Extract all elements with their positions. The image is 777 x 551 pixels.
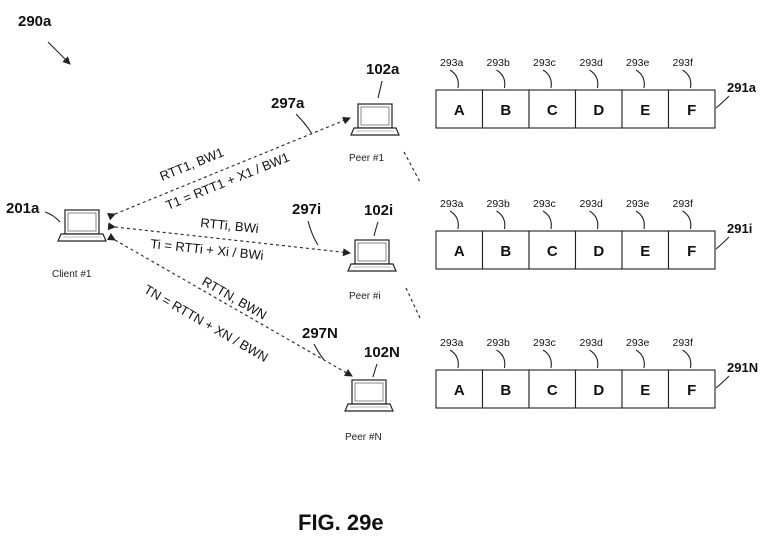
peer-i-segment-ref-leader: [450, 211, 458, 229]
peer-n-segment-ref: 293a: [440, 337, 464, 349]
peer-n-ref-leader: [373, 364, 377, 377]
peer-n-segment-ref-leader: [450, 350, 458, 368]
peer-1-ref-leader: [378, 81, 382, 98]
peer-1-segment-ref-leader: [683, 70, 691, 88]
peer-n-array-ref: 291N: [727, 360, 758, 375]
peer-1-segment-ref-leader: [590, 70, 598, 88]
peer-i-segment-ref: 293d: [580, 198, 604, 210]
peer-n-segment-ref-leader: [636, 350, 644, 368]
peer-i-segment-ref: 293b: [487, 198, 511, 210]
peer-i-segment-letter: E: [640, 243, 650, 260]
peer-i-segment-letter: F: [687, 243, 696, 260]
peer-1-label: Peer #1: [349, 153, 384, 164]
client-ref: 201a: [6, 200, 40, 217]
peer-n-segment-ref: 293d: [580, 337, 604, 349]
peer-1-segment-ref-leader: [543, 70, 551, 88]
path-ref-peer-i-leader: [308, 221, 318, 245]
peer-n-segment-ref: 293f: [673, 337, 694, 349]
peer-n-segment-letter: F: [687, 382, 696, 399]
peer-n-segment-ref-leader: [683, 350, 691, 368]
peer-continuation-lower: [406, 288, 420, 318]
peer-n-time-label: TN = RTTN + XN / BWN: [142, 282, 271, 365]
peer-n-label: Peer #N: [345, 432, 382, 443]
peer-1-ref: 102a: [366, 61, 400, 78]
peer-i-segment-ref-leader: [543, 211, 551, 229]
peer-continuation-upper: [404, 152, 420, 182]
segment-arrays: A293aB293bC293cD293dE293eF293f291aA293aB…: [436, 57, 758, 408]
peer-i-array-ref: 291i: [727, 221, 752, 236]
client-leader: [45, 212, 60, 222]
path-ref-peer-n: 297N: [302, 325, 338, 342]
peer-i-segment-ref: 293c: [533, 198, 556, 210]
path-peer-1: [115, 118, 350, 214]
peer-i-array-ref-leader: [716, 237, 729, 249]
peer-n-segment-letter: D: [593, 382, 604, 399]
peer-n-segment-ref: 293b: [487, 337, 511, 349]
peer-i-time-label: Ti = RTTi + Xi / BWi: [150, 236, 265, 263]
peer-i-segment-letter: B: [500, 243, 511, 260]
peer-i-laptop-icon: [348, 240, 396, 271]
peer-n-segment-ref: 293c: [533, 337, 556, 349]
peer-i-label: Peer #i: [349, 291, 381, 302]
peer-n-segment-ref-leader: [497, 350, 505, 368]
peer-n-ref: 102N: [364, 344, 400, 361]
peer-1-segment-ref-leader: [636, 70, 644, 88]
peer-1-segment-letter: C: [547, 102, 558, 119]
path-ref-peer-i: 297i: [292, 201, 321, 218]
peer-i-segment-ref: 293a: [440, 198, 464, 210]
path-peer-n: [115, 240, 352, 376]
figure-ref-arrow: [48, 42, 70, 64]
path-ref-peer-1-leader: [296, 114, 312, 134]
peer-1-laptop-icon: [351, 104, 399, 135]
peer-i-rtt-label: RTTi, BWi: [200, 215, 260, 236]
peer-i-segment-letter: A: [454, 243, 465, 260]
peer-1-segment-ref-leader: [450, 70, 458, 88]
peer-n-laptop-icon: [345, 380, 393, 411]
peer-n-segment-ref-leader: [543, 350, 551, 368]
peer-1-segment-ref: 293e: [626, 57, 650, 69]
peer-i-ref: 102i: [364, 202, 393, 219]
peer-i-ref-leader: [374, 222, 378, 236]
peer-1-segment-ref: 293b: [487, 57, 511, 69]
peer-n-segment-letter: C: [547, 382, 558, 399]
peer-1-segment-letter: A: [454, 102, 465, 119]
peer-1-segment-ref: 293c: [533, 57, 556, 69]
peer-1-array-ref: 291a: [727, 80, 757, 95]
figure-caption: FIG. 29e: [298, 510, 384, 535]
peer-1-segment-letter: B: [500, 102, 511, 119]
peer-1-segment-ref: 293d: [580, 57, 604, 69]
peer-1-array-ref-leader: [716, 96, 729, 108]
peer-1-segment-letter: E: [640, 102, 650, 119]
peer-n-segment-ref-leader: [590, 350, 598, 368]
peer-1-segment-ref: 293a: [440, 57, 464, 69]
peer-i-segment-ref-leader: [590, 211, 598, 229]
peer-i-segment-letter: D: [593, 243, 604, 260]
peer-n-segment-ref: 293e: [626, 337, 650, 349]
peer-1-segment-ref-leader: [497, 70, 505, 88]
figure-ref: 290a: [18, 13, 52, 30]
peer-i-segment-ref: 293e: [626, 198, 650, 210]
peer-1-segment-letter: D: [593, 102, 604, 119]
peer-1-segment-letter: F: [687, 102, 696, 119]
peer-n-rtt-label: RTTN, BWN: [200, 274, 270, 323]
peer-i-segment-ref-leader: [497, 211, 505, 229]
client-label: Client #1: [52, 269, 92, 280]
client-laptop-icon: [58, 210, 106, 241]
peer-n-array-ref-leader: [716, 376, 729, 388]
peer-i-segment-ref-leader: [636, 211, 644, 229]
peer-n-segment-letter: E: [640, 382, 650, 399]
peer-i-segment-letter: C: [547, 243, 558, 260]
peer-i-segment-ref-leader: [683, 211, 691, 229]
peer-1-segment-ref: 293f: [673, 57, 694, 69]
peer-i-segment-ref: 293f: [673, 198, 694, 210]
path-ref-peer-1: 297a: [271, 95, 305, 112]
peer-n-segment-letter: B: [500, 382, 511, 399]
peer-n-segment-letter: A: [454, 382, 465, 399]
